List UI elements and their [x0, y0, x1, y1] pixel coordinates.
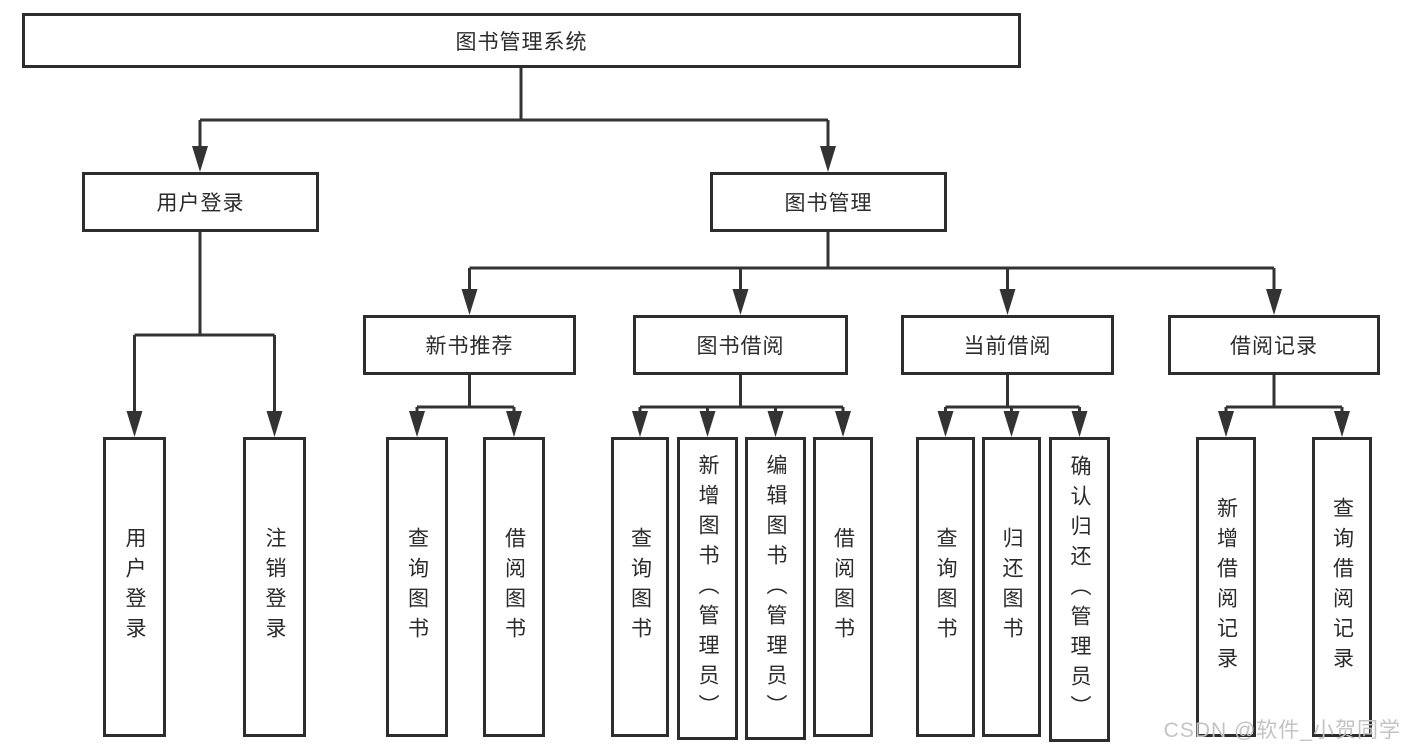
node-logout-leaf: 注销登录 [243, 437, 306, 737]
arrow-down-icon [1003, 411, 1020, 437]
node-label: 查询图书 [934, 527, 957, 647]
arrow-down-icon [409, 411, 425, 437]
node-borrow-records: 借阅记录 [1168, 315, 1380, 375]
csdn-watermark: CSDN @软件_小贺同学 [1163, 719, 1401, 742]
arrow-down-icon [1218, 411, 1234, 437]
arrow-down-icon [506, 411, 522, 437]
node-book-borrow: 图书借阅 [633, 315, 848, 375]
node-label: 编辑图书（管理员） [764, 453, 787, 724]
arrow-down-icon [767, 411, 784, 437]
node-label: 查询图书 [628, 527, 652, 647]
node-user-login-leaf: 用户登录 [103, 437, 166, 737]
node-label: 查询借阅记录 [1330, 497, 1354, 677]
node-label: 注销登录 [263, 527, 286, 647]
arrow-down-icon [266, 411, 283, 437]
node-nb-query-books: 查询图书 [386, 437, 448, 737]
connector-book-borrow [638, 375, 845, 413]
node-label: 查询图书 [405, 527, 429, 647]
node-cb-return-books: 归还图书 [982, 437, 1041, 737]
node-cb-confirm-return-admin: 确认归还（管理员） [1049, 437, 1110, 742]
node-label: 借阅图书 [502, 527, 526, 647]
connector-root [198, 68, 830, 148]
node-label: 借阅记录 [1230, 335, 1318, 358]
node-book-management: 图书管理 [710, 172, 947, 232]
node-label: 新书推荐 [425, 335, 514, 358]
arrow-down-icon [1334, 411, 1350, 437]
node-bb-edit-books-admin: 编辑图书（管理员） [745, 437, 806, 740]
node-label: 确认归还（管理员） [1068, 454, 1091, 725]
arrow-down-icon [461, 289, 478, 315]
connector-current-borrow [944, 375, 1081, 413]
arrow-down-icon [1071, 411, 1088, 437]
connector-borrow-records [1224, 375, 1344, 413]
arrow-down-icon [699, 411, 716, 437]
node-label: 新增借阅记录 [1214, 497, 1238, 677]
node-label: 用户登录 [156, 192, 245, 215]
arrow-down-icon [835, 411, 851, 437]
node-label: 图书管理 [784, 192, 873, 215]
node-label: 当前借阅 [963, 335, 1052, 358]
node-new-book-recommend: 新书推荐 [363, 315, 576, 375]
arrow-down-icon [1266, 289, 1282, 315]
arrowheads [126, 146, 1350, 437]
node-nb-borrow-books: 借阅图书 [483, 437, 545, 737]
node-br-add-record: 新增借阅记录 [1196, 437, 1256, 737]
arrow-down-icon [999, 289, 1016, 315]
node-label: 图书借阅 [696, 335, 785, 358]
node-label: 用户登录 [123, 527, 146, 647]
node-br-query-record: 查询借阅记录 [1312, 437, 1372, 737]
connector-book-management [468, 232, 1276, 291]
arrow-down-icon [126, 411, 143, 437]
arrow-down-icon [192, 146, 208, 172]
node-current-borrow: 当前借阅 [901, 315, 1114, 375]
arrow-down-icon [732, 289, 749, 315]
node-label: 借阅图书 [831, 527, 855, 647]
node-library-management-system: 图书管理系统 [22, 13, 1021, 68]
arrow-down-icon [820, 146, 836, 172]
node-label: 图书管理系统 [455, 30, 588, 54]
node-label: 新增图书（管理员） [696, 453, 719, 724]
node-label: 归还图书 [1000, 527, 1023, 647]
node-bb-query-books: 查询图书 [611, 437, 669, 737]
arrow-down-icon [632, 411, 648, 437]
connector-user-login [133, 232, 276, 413]
node-bb-borrow-books: 借阅图书 [813, 437, 873, 737]
arrow-down-icon [937, 411, 954, 437]
connector-new-book [415, 375, 516, 413]
node-user-login: 用户登录 [82, 172, 319, 232]
node-bb-add-books-admin: 新增图书（管理员） [677, 437, 738, 740]
node-cb-query-books: 查询图书 [916, 437, 975, 737]
